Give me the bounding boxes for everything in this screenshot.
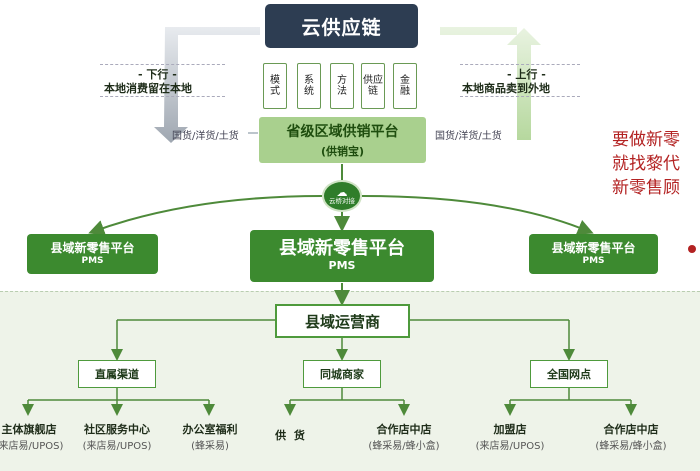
cloud-icon: ☁ bbox=[336, 185, 348, 199]
county-platform-main-title: 县域新零售平台 bbox=[279, 238, 405, 260]
module-char: 方 bbox=[337, 74, 347, 86]
module-char: 式 bbox=[270, 86, 280, 97]
leaf-title: 合作店中店 bbox=[603, 423, 659, 436]
county-platform-left: 县域新零售平台 PMS bbox=[27, 234, 158, 274]
county-platform-left-sub: PMS bbox=[81, 255, 104, 266]
leaf-community-center: 社区服务中心 (来店易/UPOS) bbox=[72, 421, 162, 452]
county-platform-left-title: 县域新零售平台 bbox=[50, 240, 135, 255]
county-platform-main: 县域新零售平台 PMS bbox=[250, 230, 434, 282]
module-method: 方 法 bbox=[330, 63, 354, 109]
leaf-title: 办公室福利 bbox=[182, 423, 238, 436]
module-char: 法 bbox=[337, 86, 347, 97]
leaf-flagship: 主体旗舰店 (来店易/UPOS) bbox=[0, 421, 64, 452]
side-ad-line: 就找黎代 bbox=[612, 154, 680, 174]
county-platform-right-title: 县域新零售平台 bbox=[551, 240, 636, 255]
county-platform-main-sub: PMS bbox=[328, 259, 356, 273]
module-char: 链 bbox=[368, 86, 378, 97]
leaf-sub: (来店易/UPOS) bbox=[82, 441, 152, 452]
side-ad-line: 要做新零 bbox=[612, 130, 680, 150]
provincial-platform-box: 省级区域供销平台 (供销宝) bbox=[259, 117, 426, 163]
leaf-franchise: 加盟店 (来店易/UPOS) bbox=[470, 421, 550, 452]
uplink-divider-bottom bbox=[460, 96, 580, 97]
side-dot-icon bbox=[688, 245, 696, 253]
side-ad-text: 要做新零 就找黎代 新零售顾 bbox=[612, 128, 700, 200]
leaf-title: 合作店中店 bbox=[376, 423, 432, 436]
leaf-sub: (蜂采易/蜂小盒) bbox=[595, 441, 667, 452]
uplink-goods: 国货/洋货/土货 bbox=[435, 131, 502, 142]
local-merchant-box: 同城商家 bbox=[303, 360, 381, 388]
leaf-title: 社区服务中心 bbox=[84, 423, 150, 436]
leaf-title: 主体旗舰店 bbox=[1, 423, 57, 436]
module-char: 系 bbox=[304, 74, 314, 86]
leaf-sub: (蜂采易) bbox=[191, 441, 229, 452]
module-mode: 模 式 bbox=[263, 63, 287, 109]
module-char: 金 bbox=[400, 74, 410, 86]
leaf-shop-in-shop-1: 合作店中店 (蜂采易/蜂小盒) bbox=[362, 421, 446, 452]
cloud-supply-chain-box: 云供应链 bbox=[265, 4, 418, 48]
downlink-title: - 下行 - bbox=[138, 68, 177, 81]
county-platform-right-sub: PMS bbox=[582, 255, 605, 266]
downlink-divider-top bbox=[100, 64, 225, 65]
down-flow-arrow bbox=[154, 27, 260, 143]
right-curve-connector bbox=[361, 195, 594, 235]
module-finance: 金 融 bbox=[393, 63, 417, 109]
leaf-sub: (来店易/UPOS) bbox=[0, 441, 64, 452]
provincial-platform-sub: (供销宝) bbox=[320, 145, 365, 158]
module-char: 融 bbox=[400, 86, 410, 97]
cloud-bridge-label: 云桥对接 bbox=[329, 196, 355, 205]
cloud-bridge-node: ☁ 云桥对接 bbox=[322, 180, 362, 212]
leaf-office-welfare: 办公室福利 (蜂采易) bbox=[170, 421, 250, 452]
leaf-title: 供 货 bbox=[275, 429, 305, 442]
downlink-desc: 本地消费留在本地 bbox=[104, 82, 192, 95]
county-platform-right: 县域新零售平台 PMS bbox=[529, 234, 658, 274]
direct-channel-box: 直属渠道 bbox=[78, 360, 156, 388]
leaf-shop-in-shop-2: 合作店中店 (蜂采易/蜂小盒) bbox=[589, 421, 673, 452]
left-curve-connector bbox=[88, 195, 323, 236]
uplink-title: - 上行 - bbox=[507, 68, 546, 81]
uplink-divider-top bbox=[460, 64, 580, 65]
leaf-title: 加盟店 bbox=[493, 423, 527, 436]
module-system: 系 统 bbox=[297, 63, 321, 109]
up-flow-arrow bbox=[440, 27, 541, 140]
leaf-sub: (来店易/UPOS) bbox=[475, 441, 545, 452]
county-operator-box: 县域运营商 bbox=[275, 304, 410, 338]
leaf-sub: (蜂采易/蜂小盒) bbox=[368, 441, 440, 452]
provincial-platform-title: 省级区域供销平台 bbox=[286, 124, 399, 140]
national-network-box: 全国网点 bbox=[530, 360, 608, 388]
module-char: 供应 bbox=[363, 74, 383, 86]
downlink-goods: 国货/洋货/土货 bbox=[172, 131, 239, 142]
module-char: 模 bbox=[270, 74, 280, 86]
side-ad-line: 新零售顾 bbox=[612, 178, 680, 198]
module-char: 统 bbox=[304, 86, 314, 97]
uplink-desc: 本地商品卖到外地 bbox=[462, 82, 550, 95]
downlink-divider-bottom bbox=[100, 96, 225, 97]
module-supply-chain: 供应 链 bbox=[361, 63, 385, 109]
leaf-supply: 供 货 bbox=[258, 427, 322, 443]
